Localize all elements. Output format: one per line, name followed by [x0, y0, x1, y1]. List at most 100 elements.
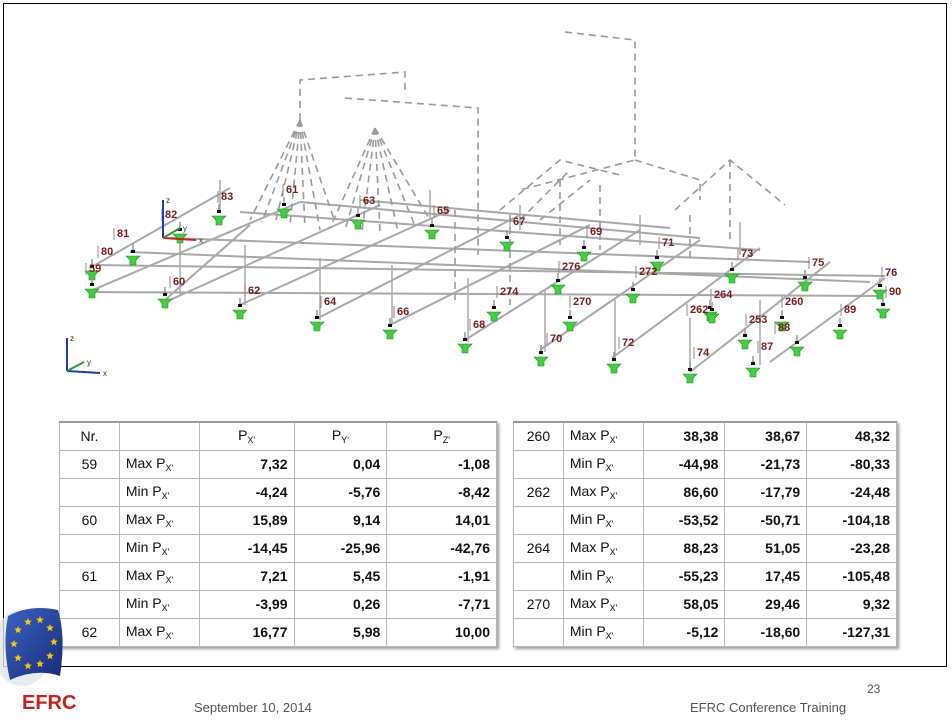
support-89	[832, 318, 848, 340]
right-cell-pz: -105,48	[806, 561, 897, 591]
left-cell-type: Min PX'	[118, 477, 200, 507]
node-label-73: 73	[741, 248, 753, 260]
node-label-272: 272	[639, 266, 657, 278]
slide-frame	[3, 3, 947, 667]
right-cell-py: 38,67	[724, 421, 808, 451]
support-65	[424, 218, 440, 240]
right-cell-px: 86,60	[642, 477, 726, 507]
support-270	[562, 310, 578, 332]
beam-7	[87, 201, 301, 293]
eu-flag-logo	[0, 608, 63, 686]
dashed-member-6	[674, 158, 786, 260]
right-cell-pz: -127,31	[806, 617, 897, 647]
dashed-member-0	[299, 71, 406, 120]
left-cell-type: Max PX'	[118, 449, 200, 479]
right-cell-pz: -24,48	[806, 477, 897, 507]
flag-star	[14, 626, 22, 634]
table-row: Min PX'-4,24-5,76-8,42	[59, 477, 497, 507]
node-label-66: 66	[397, 306, 409, 318]
right-cell-px: 38,38	[642, 421, 726, 451]
header-pz-sub: Z'	[442, 435, 450, 446]
flag-star	[36, 616, 44, 624]
right-cell-px: -5,12	[642, 617, 726, 647]
table-row: Min PX'-5,12-18,60-127,31	[513, 617, 897, 647]
header-py-sub: Y'	[341, 435, 349, 446]
right-cell-nr	[513, 561, 564, 591]
dashed-member-8	[454, 210, 511, 305]
right-cell-nr: 264	[513, 533, 564, 563]
support-69	[576, 240, 592, 262]
node-labels: 8081828361636567697173757659606264666870…	[85, 184, 901, 359]
node-label-89: 89	[844, 304, 856, 316]
left-cell-px: -14,45	[198, 533, 295, 563]
node-label-68: 68	[473, 319, 485, 331]
right-cell-type: Max PX'	[562, 477, 644, 507]
flag-star	[50, 638, 58, 646]
node-label-71: 71	[662, 237, 674, 249]
node-label-70: 70	[550, 333, 562, 345]
node-label-60: 60	[173, 276, 185, 288]
axis-corner-z: z	[70, 334, 74, 343]
left-cell-px: -3,99	[198, 589, 295, 619]
right-cell-py: -18,60	[724, 617, 808, 647]
header-pz-text: P	[433, 427, 443, 444]
beam-18	[164, 224, 251, 301]
header-px-sub: X'	[247, 435, 256, 446]
axis-main-x: x	[199, 236, 203, 245]
beam-9	[239, 209, 451, 306]
right-cell-type: Max PX'	[562, 421, 644, 451]
right-cell-nr	[513, 617, 564, 647]
support-87	[745, 356, 761, 378]
dashed-member-5	[499, 159, 621, 221]
support-88	[789, 335, 805, 357]
table-row: Min PX'-14,45-25,96-42,76	[59, 533, 497, 563]
beam-0	[94, 264, 886, 277]
support-260	[774, 310, 790, 332]
beam-4	[299, 201, 701, 239]
right-cell-py: -50,71	[724, 505, 808, 535]
support-59	[84, 277, 100, 299]
left-cell-type: Min PX'	[118, 533, 200, 563]
support-264	[704, 302, 720, 324]
support-272	[625, 282, 641, 304]
header-py: PY'	[293, 421, 388, 451]
left-cell-py: -25,96	[293, 533, 388, 563]
left-cell-px: 16,77	[198, 617, 295, 647]
flag-star	[24, 618, 32, 626]
axis-corner-x: x	[103, 369, 107, 378]
left-cell-py: 0,26	[293, 589, 388, 619]
beam-8	[169, 204, 381, 301]
support-75	[797, 270, 813, 292]
node-label-64: 64	[324, 296, 337, 308]
node-label-264: 264	[714, 289, 733, 301]
right-cell-type: Max PX'	[562, 533, 644, 563]
table-row: Min PX'-44,98-21,73-80,33	[513, 449, 897, 479]
right-cell-nr	[513, 505, 564, 535]
node-label-65: 65	[437, 205, 449, 217]
beam-3	[239, 211, 761, 251]
efrc-logo-text: EFRC	[22, 692, 77, 714]
left-cell-py: 5,45	[293, 561, 388, 591]
left-cell-nr: 60	[59, 505, 120, 535]
right-cell-nr	[513, 449, 564, 479]
flag-star	[14, 654, 22, 662]
node-label-88: 88	[778, 322, 790, 334]
support-81	[125, 244, 141, 266]
dashed-member-4	[519, 31, 636, 191]
left-cell-type: Max PX'	[118, 505, 200, 535]
node-label-253: 253	[749, 314, 767, 326]
right-cell-nr: 270	[513, 589, 564, 619]
node-label-87: 87	[761, 341, 773, 353]
node-label-90: 90	[889, 286, 901, 298]
support-60	[157, 287, 173, 309]
left-cell-pz: -42,76	[386, 533, 497, 563]
node-label-82: 82	[165, 209, 177, 221]
left-cell-pz: -1,91	[386, 561, 497, 591]
node-label-67: 67	[513, 216, 525, 228]
node-label-276: 276	[562, 261, 580, 273]
node-label-75: 75	[812, 257, 824, 269]
axis-main-z: z	[166, 196, 170, 205]
